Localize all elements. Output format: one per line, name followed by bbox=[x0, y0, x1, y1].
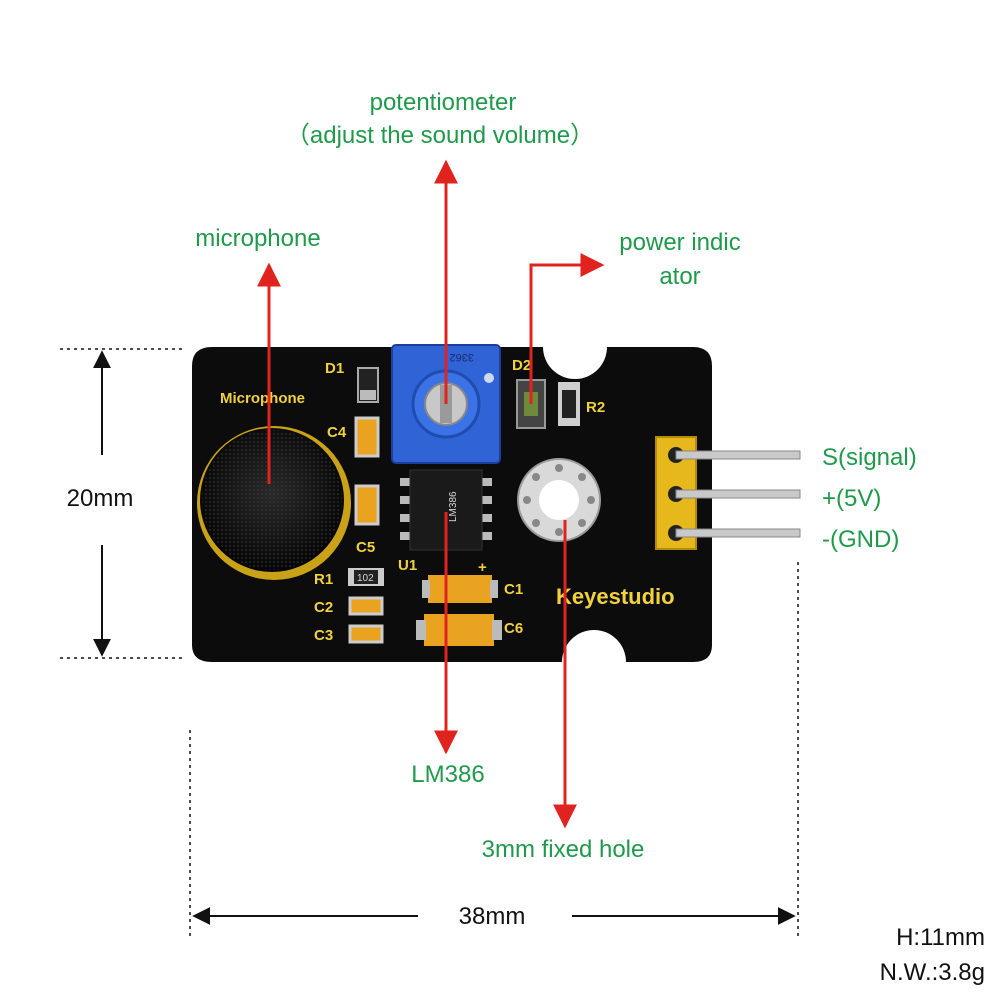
silk-r2: R2 bbox=[586, 399, 605, 416]
microphone-capsule bbox=[197, 426, 351, 580]
label-pin-gnd: -(GND) bbox=[822, 526, 899, 553]
silk-d1: D1 bbox=[325, 360, 344, 377]
label-lm386: LM386 bbox=[411, 761, 484, 788]
label-pin-signal: S(signal) bbox=[822, 444, 917, 471]
label-fixed-hole: 3mm fixed hole bbox=[482, 836, 645, 863]
label-thickness: H:11mm bbox=[896, 924, 985, 951]
chip-marking: LM386 bbox=[448, 491, 459, 522]
silk-microphone: Microphone bbox=[220, 390, 305, 407]
silk-r1: R1 bbox=[314, 571, 333, 588]
label-weight: N.W.:3.8g bbox=[880, 959, 985, 986]
pin-header bbox=[655, 436, 801, 550]
callout-arrows bbox=[257, 159, 605, 829]
dimension-lines bbox=[60, 348, 799, 940]
pin-signal bbox=[675, 450, 801, 460]
pin-vcc bbox=[675, 489, 801, 499]
label-pin-vcc: +(5V) bbox=[822, 485, 881, 512]
label-height-dimension: 20mm bbox=[67, 485, 134, 512]
capacitor-c4 bbox=[354, 416, 380, 458]
capacitor-c5 bbox=[354, 484, 380, 526]
label-width-dimension: 38mm bbox=[459, 903, 526, 930]
pot-marking: 3362 bbox=[450, 351, 474, 363]
label-power-indicator-1: power indic bbox=[619, 229, 740, 256]
silk-plus: + bbox=[478, 559, 487, 576]
silk-brand: Keyestudio bbox=[556, 584, 675, 609]
label-microphone: microphone bbox=[195, 225, 320, 252]
resistor-r2 bbox=[558, 382, 580, 426]
label-potentiometer-note: （adjust the sound volume） bbox=[286, 122, 594, 149]
silk-c5: C5 bbox=[356, 539, 375, 556]
silk-u1: U1 bbox=[398, 557, 417, 574]
silkscreen: Microphone D1 C4 C5 U1 R1 C2 C3 + C1 C6 … bbox=[220, 357, 675, 644]
capacitor-c2 bbox=[348, 596, 384, 616]
silk-d2: D2 bbox=[512, 357, 531, 374]
diode-d1 bbox=[357, 367, 379, 403]
arrow-power-indicator bbox=[529, 253, 605, 404]
capacitor-c3 bbox=[348, 624, 384, 644]
label-power-indicator-2: ator bbox=[659, 263, 700, 290]
silk-c1: C1 bbox=[504, 581, 523, 598]
silk-c3: C3 bbox=[314, 627, 333, 644]
silk-c6: C6 bbox=[504, 620, 523, 637]
pin-gnd bbox=[675, 528, 801, 538]
r1-marking: 102 bbox=[357, 573, 374, 584]
resistor-r1: 102 bbox=[348, 568, 384, 586]
capacitor-c1 bbox=[422, 575, 498, 603]
fixed-hole bbox=[517, 458, 601, 542]
silk-c4: C4 bbox=[327, 424, 347, 441]
silk-c2: C2 bbox=[314, 599, 333, 616]
label-potentiometer: potentiometer bbox=[370, 89, 517, 116]
capacitor-c6 bbox=[416, 614, 502, 646]
